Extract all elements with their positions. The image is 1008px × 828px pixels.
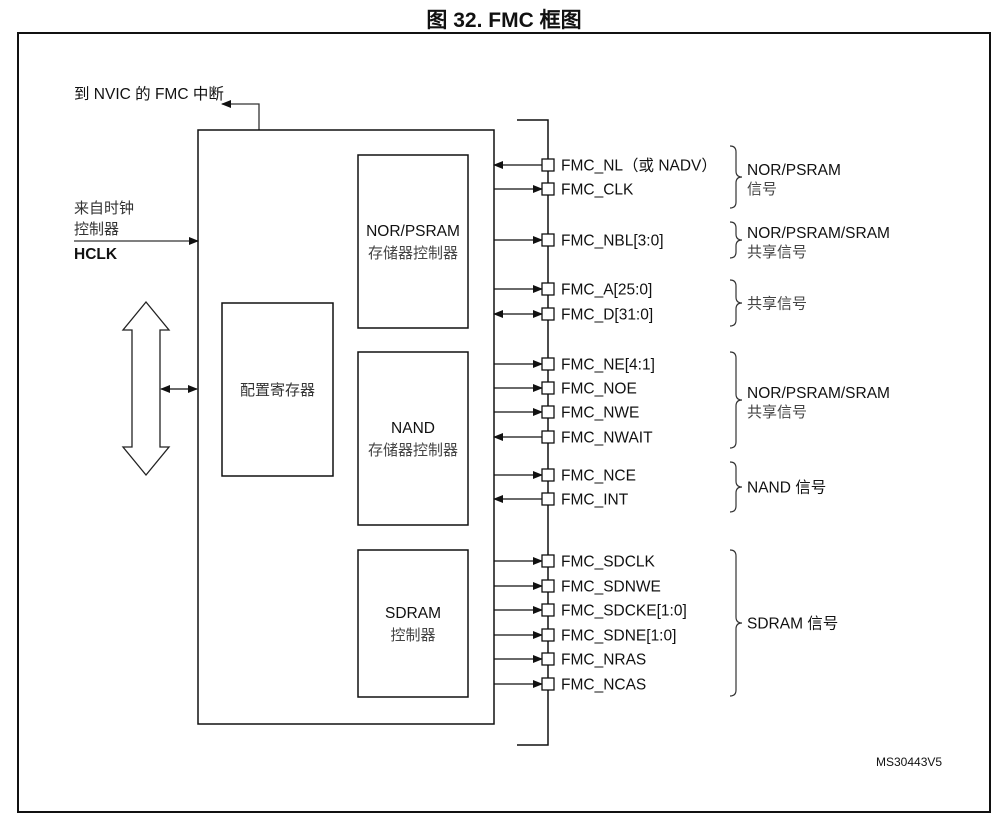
signal-label: FMC_NOE (561, 381, 637, 398)
signal-group: NAND 信号 (729, 461, 826, 513)
pin-box (541, 677, 555, 691)
signal-row: FMC_SDNWE (494, 579, 661, 596)
signal-label: FMC_SDNWE (561, 579, 661, 596)
config-register-block (221, 302, 334, 477)
signal-row: FMC_A[25:0] (494, 282, 652, 299)
signal-label: FMC_SDCLK (561, 554, 656, 571)
signal-group: SDRAM 信号 (729, 549, 838, 697)
signal-label: FMC_SDNE[1:0] (561, 628, 676, 645)
nand-controller-block (357, 351, 469, 526)
pin-box (541, 603, 555, 617)
brace-icon (729, 461, 743, 513)
sdram-controller-label-1: SDRAM (385, 605, 441, 622)
signal-row: FMC_NOE (494, 381, 637, 398)
pin-box (541, 430, 555, 444)
pin-box (541, 579, 555, 593)
signal-row: FMC_NWE (494, 405, 639, 422)
pin-box (541, 652, 555, 666)
signal-row: FMC_NE[4:1] (494, 357, 655, 374)
signal-label: FMC_A[25:0] (561, 282, 652, 299)
signal-label: FMC_NCAS (561, 677, 646, 694)
brace-icon (729, 279, 743, 327)
group-label-2: 共享信号 (747, 243, 807, 261)
nand-controller-label-2: 存储器控制器 (368, 441, 458, 459)
signal-label: FMC_NWE (561, 405, 639, 422)
group-label-1: NOR/PSRAM/SRAM (747, 385, 890, 402)
clock-source-label-2: 控制器 (74, 220, 119, 238)
nvic-interrupt-arrow (221, 100, 260, 130)
signal-label: FMC_INT (561, 492, 629, 509)
group-label-2: 共享信号 (747, 295, 807, 313)
pin-box (541, 628, 555, 642)
brace-icon (729, 351, 743, 449)
signal-label: FMC_NWAIT (561, 430, 653, 447)
pin-box (541, 158, 555, 172)
pin-box (541, 182, 555, 196)
sdram-controller-label-2: 控制器 (390, 626, 435, 644)
pin-box (541, 357, 555, 371)
signal-row: FMC_NL（或 NADV） (493, 157, 717, 175)
figure-id: MS30443V5 (876, 755, 942, 769)
config-register-label: 配置寄存器 (240, 381, 315, 399)
signal-row: FMC_INT (493, 492, 629, 509)
group-label-1: NOR/PSRAM/SRAM (747, 225, 890, 242)
signal-label: FMC_NCE (561, 468, 636, 485)
signal-row: FMC_NBL[3:0] (494, 233, 664, 250)
brace-icon (729, 221, 743, 259)
nor-controller-label-1: NOR/PSRAM (366, 223, 460, 240)
signal-row: FMC_D[31:0] (493, 307, 653, 324)
signal-label: FMC_D[31:0] (561, 307, 653, 324)
signals-layer: FMC_NL（或 NADV） FMC_CLK FMC_NBL[3:0] FMC_A[2… (493, 157, 717, 694)
pin-box (541, 381, 555, 395)
signal-label: FMC_SDCKE[1:0] (561, 603, 687, 620)
signal-row: FMC_SDCLK (494, 554, 656, 571)
figure-frame (17, 32, 991, 813)
nor-controller-label-2: 存储器控制器 (368, 244, 458, 262)
signal-row: FMC_NCE (494, 468, 636, 485)
signal-label: FMC_NBL[3:0] (561, 233, 664, 250)
ahb-bus-double-arrow (121, 300, 171, 477)
signal-label: FMC_NE[4:1] (561, 357, 655, 374)
signal-row: FMC_NWAIT (493, 430, 653, 447)
pin-box (541, 405, 555, 419)
fmc-main-block (197, 129, 495, 725)
brace-icon (729, 145, 743, 209)
pin-box (541, 468, 555, 482)
group-label-2: 共享信号 (747, 403, 807, 421)
signal-row: FMC_NRAS (494, 652, 646, 669)
nor-psram-controller-block (357, 154, 469, 329)
pin-box (541, 492, 555, 506)
nvic-interrupt-label: 到 NVIC 的 FMC 中断 (74, 85, 224, 103)
pin-box (541, 554, 555, 568)
hclk-label: HCLK (74, 246, 118, 263)
signal-label: FMC_NRAS (561, 652, 646, 669)
pin-box (541, 233, 555, 247)
signal-row: FMC_NCAS (494, 677, 646, 694)
nand-controller-label-1: NAND (391, 420, 435, 437)
signal-label: FMC_CLK (561, 182, 634, 199)
pin-box (541, 307, 555, 321)
signal-label: FMC_NL（或 NADV） (561, 157, 717, 175)
sdram-controller-block (357, 549, 469, 698)
figure-title: 图 32. FMC 框图 (426, 9, 582, 32)
signal-row: FMC_SDNE[1:0] (494, 628, 676, 645)
group-label-1: NAND 信号 (747, 479, 826, 497)
brace-icon (729, 549, 743, 697)
signal-row: FMC_SDCKE[1:0] (494, 603, 687, 620)
group-label-2: 信号 (747, 180, 777, 198)
group-label-1: NOR/PSRAM (747, 162, 841, 179)
group-label-1: SDRAM 信号 (747, 615, 838, 633)
signal-group: 共享信号 (729, 279, 807, 327)
pin-box (541, 282, 555, 296)
signal-row: FMC_CLK (494, 182, 634, 199)
clock-source-label-1: 来自时钟 (74, 199, 134, 217)
signal-groups-layer: NOR/PSRAM信号NOR/PSRAM/SRAM共享信号共享信号NOR/PSR… (729, 145, 890, 697)
